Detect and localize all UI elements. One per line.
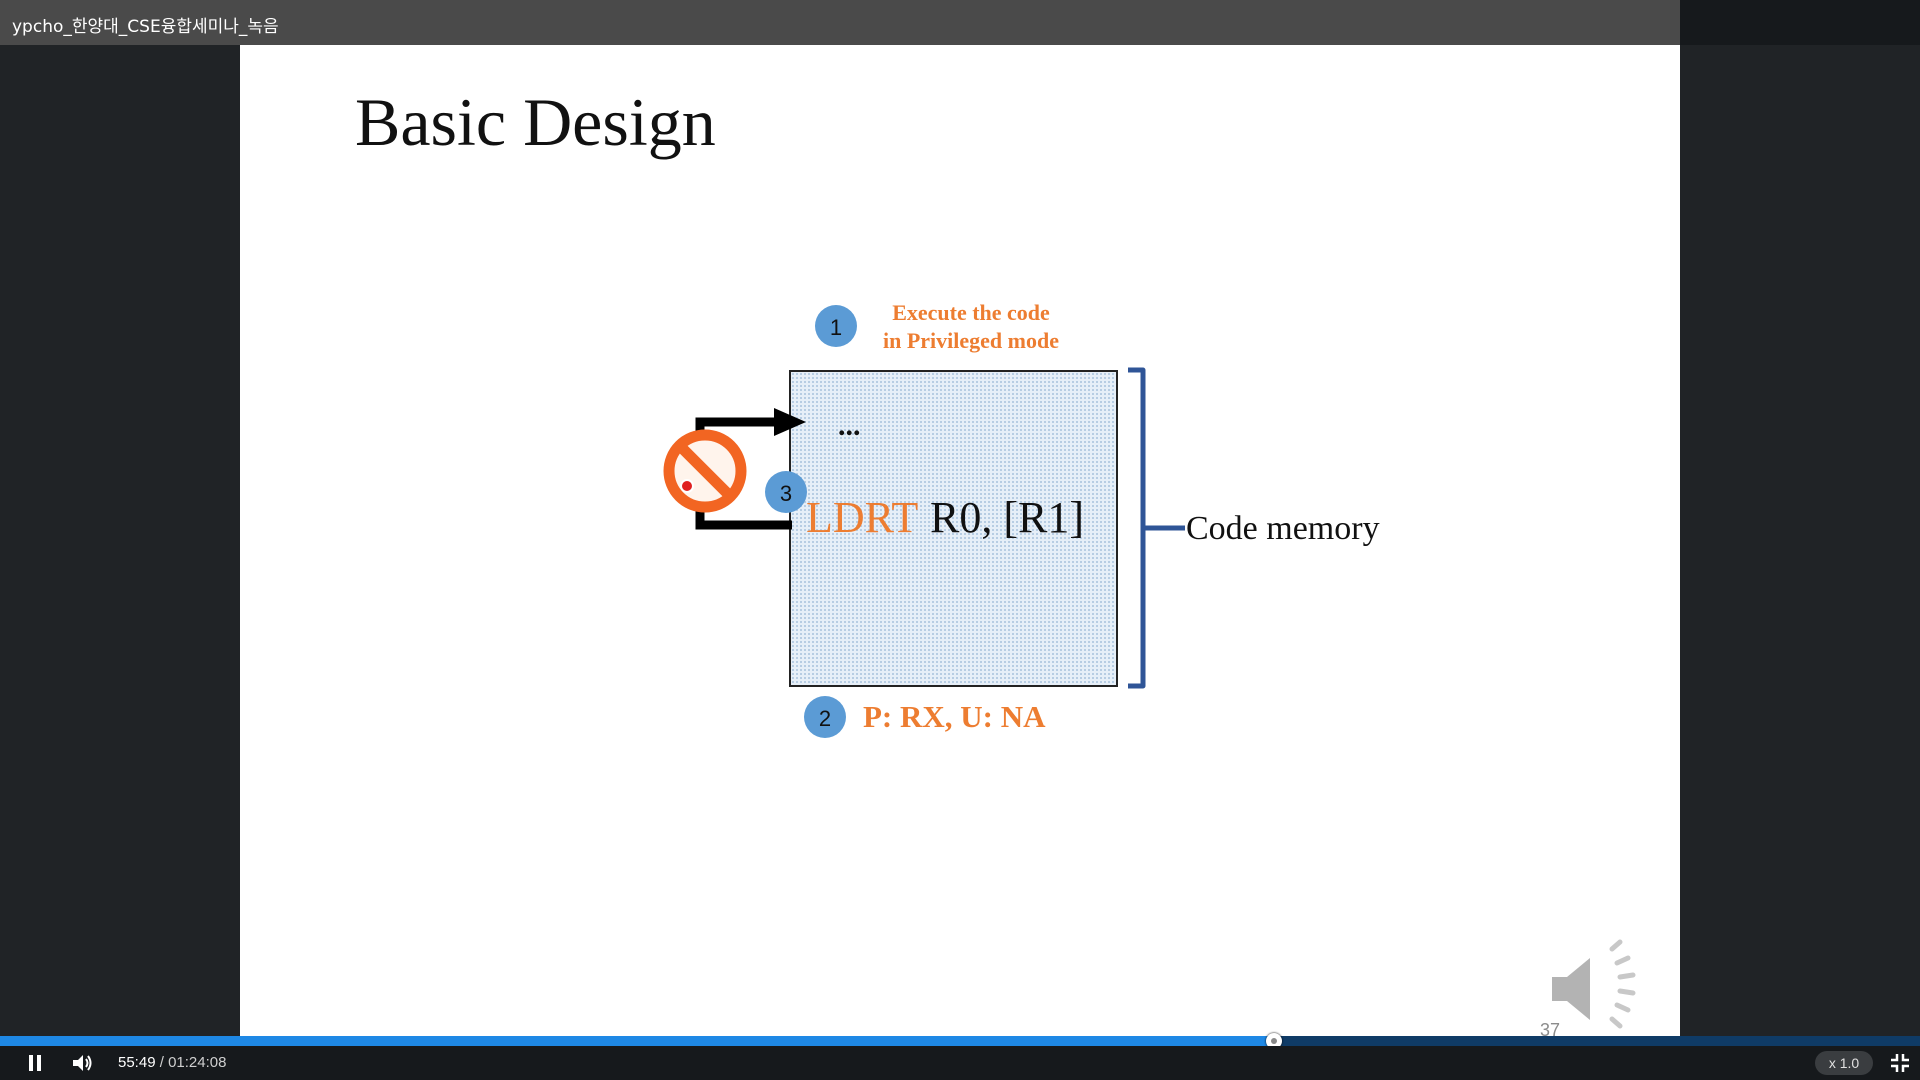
step2-number: 2 [819,706,831,731]
code-keyword: LDRT [806,493,918,542]
title-bar-right [1680,0,1920,45]
code-ellipsis: ... [838,409,861,442]
exit-fullscreen-icon [1891,1054,1909,1072]
code-memory-box [789,370,1118,687]
progress-handle[interactable] [1266,1033,1282,1049]
title-bar: ypcho_한양대_CSE융합세미나_녹음 [0,0,1680,45]
step3-number: 3 [780,481,792,506]
total-time: 01:24:08 [168,1054,227,1071]
progress-bar[interactable] [0,1033,1920,1049]
step1-line2: in Privileged mode [883,328,1059,353]
volume-button[interactable] [68,1046,98,1080]
step1-number: 1 [830,315,842,340]
playback-speed-button[interactable]: x 1.0 [1815,1051,1873,1075]
step3-badge [765,471,807,513]
speaker-icon[interactable] [1552,939,1636,1029]
time-separator: / [155,1054,169,1071]
step1-line1: Execute the code [892,300,1050,325]
video-title: ypcho_한양대_CSE융합세미나_녹음 [12,17,279,37]
block-icon [663,429,747,513]
volume-icon [73,1055,92,1071]
time-display: 55:49 / 01:24:08 [118,1054,226,1071]
progress-fill [0,1036,1274,1046]
step1-badge [815,305,857,347]
step2-text: P: RX, U: NA [863,699,1046,734]
page-number: 37 [1540,1020,1560,1037]
code-memory-label: Code memory [1186,510,1380,547]
exit-fullscreen-button[interactable] [1886,1046,1914,1080]
slide-title: Basic Design [355,84,716,160]
loop-arrow-head [774,408,806,436]
code-operands: R0, [R1] [930,493,1084,542]
current-time: 55:49 [118,1054,156,1071]
diagram: 1 Execute the code in Privileged mode ..… [663,300,1636,1037]
pause-button[interactable] [20,1046,50,1080]
code-memory-bracket [1128,367,1146,689]
pause-icon [29,1055,41,1071]
player-controls: 55:49 / 01:24:08 x 1.0 [0,1046,1920,1080]
step2-badge [804,696,846,738]
slide: Basic Design 1 Execute the code in Privi… [240,45,1680,1037]
